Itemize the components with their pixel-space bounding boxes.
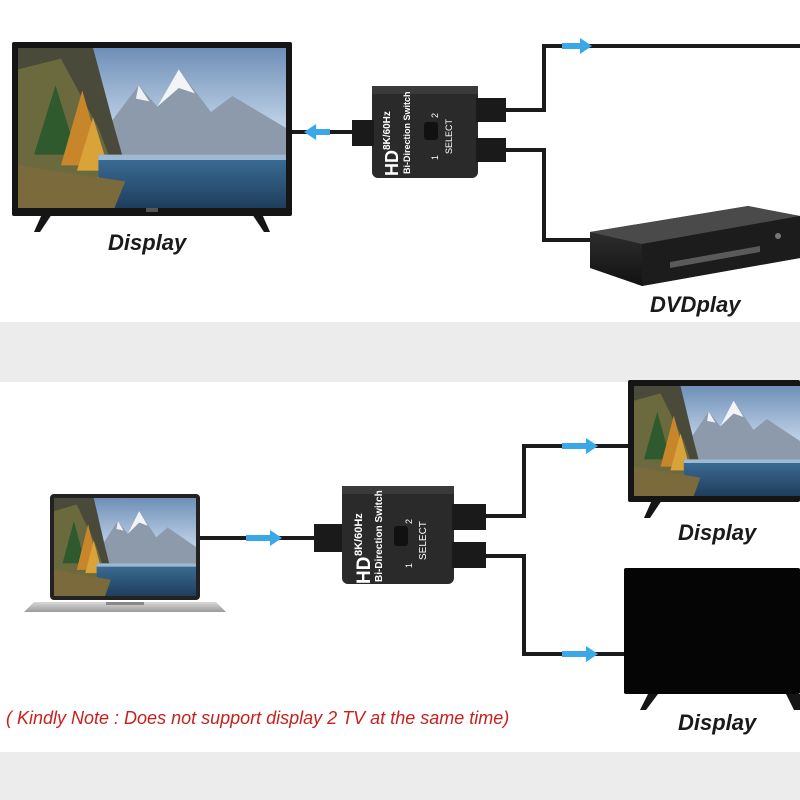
arrow-to-display [304,124,330,140]
output-display-label-2: Display [678,710,757,735]
arrow-to-display-2 [562,646,598,662]
top-switch-port-1: 1 [430,155,440,160]
top-display-tv [12,42,292,232]
top-hdmi-switch: HD 8K/60Hz Bi-Direction Switch 1 2 SELEC… [352,86,506,178]
top-switch-name: Bi-Direction Switch [402,91,412,174]
bottom-switch-select: SELECT [418,521,429,560]
bottom-switch-port-2: 2 [404,519,414,524]
top-switch-select: SELECT [444,118,454,154]
footer-band [0,752,800,800]
bottom-switch-name: Bi-Direction Switch [374,490,385,582]
top-switch-spec: 8K/60Hz [382,111,393,150]
arrow-from-laptop [246,530,282,546]
separator-band [0,322,800,382]
bottom-switch-logo: HD [354,557,375,584]
output-display-label-1: Display [678,520,757,545]
top-arrows [304,38,592,140]
bottom-arrows [246,438,598,662]
top-display-label: Display [108,230,187,255]
dvd-player [590,206,800,286]
top-switch-logo: HD [382,150,402,176]
top-switch-port-2: 2 [430,113,440,118]
output-display-tv-on [628,380,800,518]
arrow-from-source-1 [562,38,592,54]
dvd-player-label: DVDplay [650,292,741,317]
arrow-to-display-1 [562,438,598,454]
bottom-switch-port-1: 1 [404,563,414,568]
laptop [24,494,226,612]
bottom-hdmi-switch: HD 8K/60Hz Bi-Direction Switch 1 2 SELEC… [314,486,486,584]
output-display-tv-off [624,568,800,710]
bottom-switch-spec: 8K/60Hz [353,513,365,556]
kindly-note: ( Kindly Note : Does not support display… [6,708,510,728]
